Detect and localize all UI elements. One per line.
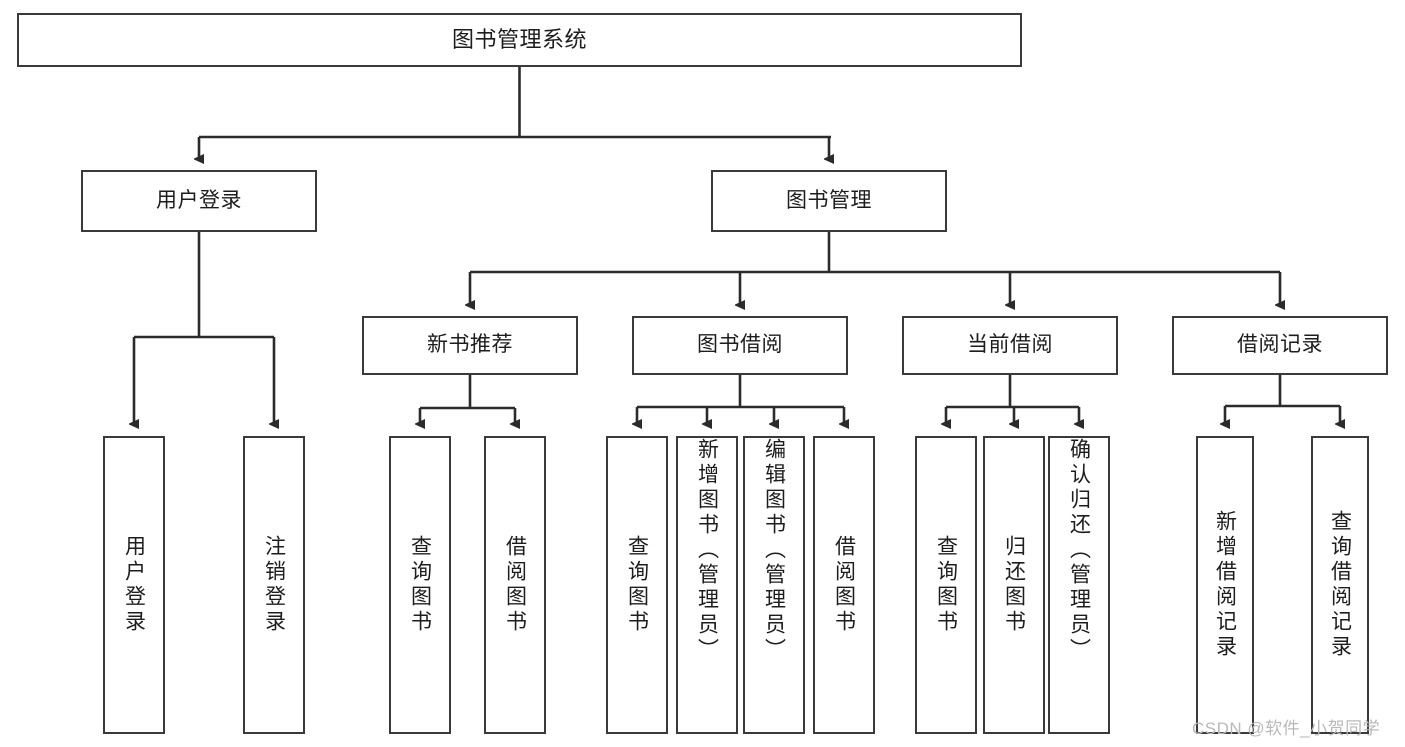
node-leaf-query-book-3[interactable]: 查询图书 — [915, 436, 977, 734]
node-leaf-query-record-label: 查询借阅记录 — [1328, 510, 1352, 660]
node-leaf-confirm-return-label: 确认归还（管理员） — [1067, 438, 1091, 663]
node-leaf-logout[interactable]: 注销登录 — [243, 436, 305, 734]
node-user-login[interactable]: 用户登录 — [81, 170, 317, 232]
node-book-management[interactable]: 图书管理 — [711, 170, 947, 232]
node-leaf-user-login[interactable]: 用户登录 — [103, 436, 165, 734]
node-root-label: 图书管理系统 — [451, 27, 587, 53]
node-new-book-recommend-label: 新书推荐 — [427, 333, 513, 357]
node-leaf-edit-book[interactable]: 编辑图书（管理员） — [743, 436, 805, 734]
node-leaf-query-book-2[interactable]: 查询图书 — [606, 436, 668, 734]
node-leaf-add-book[interactable]: 新增图书（管理员） — [676, 436, 738, 734]
node-leaf-query-record[interactable]: 查询借阅记录 — [1311, 436, 1369, 734]
node-user-login-label: 用户登录 — [156, 188, 242, 212]
node-borrow-record-label: 借阅记录 — [1237, 333, 1323, 357]
node-leaf-add-record[interactable]: 新增借阅记录 — [1196, 436, 1254, 734]
node-leaf-return-book-label: 归还图书 — [1002, 535, 1026, 635]
node-leaf-add-book-label: 新增图书（管理员） — [695, 438, 719, 663]
node-leaf-query-book-1-label: 查询图书 — [408, 535, 432, 635]
node-leaf-confirm-return[interactable]: 确认归还（管理员） — [1048, 436, 1110, 734]
csdn-watermark: CSDN @软件_小贺同学 — [1192, 719, 1381, 738]
node-leaf-query-book-1[interactable]: 查询图书 — [389, 436, 451, 734]
node-root[interactable]: 图书管理系统 — [17, 13, 1022, 67]
node-leaf-borrow-book-2[interactable]: 借阅图书 — [813, 436, 875, 734]
node-leaf-edit-book-label: 编辑图书（管理员） — [762, 438, 786, 663]
node-leaf-query-book-2-label: 查询图书 — [625, 535, 649, 635]
node-leaf-borrow-book-1-label: 借阅图书 — [503, 535, 527, 635]
node-leaf-return-book[interactable]: 归还图书 — [983, 436, 1045, 734]
node-book-borrow[interactable]: 图书借阅 — [632, 316, 848, 375]
node-leaf-user-login-label: 用户登录 — [122, 535, 146, 635]
node-borrow-record[interactable]: 借阅记录 — [1172, 316, 1388, 375]
node-leaf-logout-label: 注销登录 — [262, 535, 286, 635]
node-leaf-borrow-book-1[interactable]: 借阅图书 — [484, 436, 546, 734]
node-book-borrow-label: 图书借阅 — [697, 333, 783, 357]
node-book-management-label: 图书管理 — [786, 188, 872, 212]
node-current-borrow[interactable]: 当前借阅 — [902, 316, 1118, 375]
node-new-book-recommend[interactable]: 新书推荐 — [362, 316, 578, 375]
node-current-borrow-label: 当前借阅 — [967, 333, 1053, 357]
node-leaf-add-record-label: 新增借阅记录 — [1213, 510, 1237, 660]
node-leaf-query-book-3-label: 查询图书 — [934, 535, 958, 635]
node-leaf-borrow-book-2-label: 借阅图书 — [832, 535, 856, 635]
